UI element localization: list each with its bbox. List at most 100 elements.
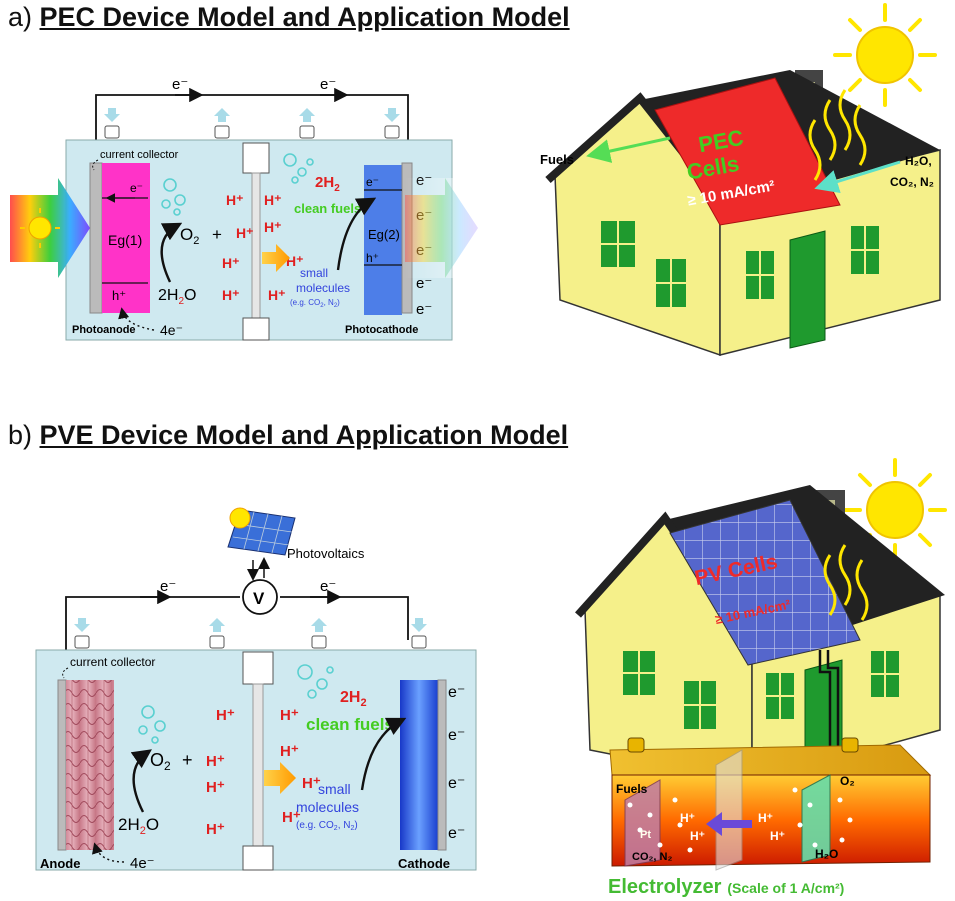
current-collector-label: current collector bbox=[100, 149, 179, 161]
electrolyzer-top bbox=[609, 744, 932, 776]
pec-hole-label-left: h⁺ bbox=[112, 288, 126, 303]
pve-membrane bbox=[252, 683, 264, 849]
pec-electron-label-4: e⁻ bbox=[366, 175, 379, 189]
pec-cathode-reaction-arrow bbox=[336, 197, 377, 271]
house-a-door bbox=[789, 230, 826, 349]
electrolyzer-proton-2: H⁺ bbox=[690, 829, 705, 843]
pve-sun-rays bbox=[823, 544, 869, 621]
pec-electron-label-2: e⁻ bbox=[320, 76, 336, 93]
panel-b-prefix: b) bbox=[8, 420, 33, 450]
photoanode-label: Photoanode bbox=[72, 324, 136, 336]
electrolyzer-h2o-label: H₂O bbox=[815, 847, 838, 861]
pec-device: e⁻ e⁻ E bbox=[10, 76, 480, 341]
electrolyzer-proton-1: H⁺ bbox=[680, 811, 695, 825]
h2o-arrow bbox=[814, 160, 901, 194]
pec-proton-8: H⁺ bbox=[286, 253, 304, 269]
pve-anode-reaction-arrow bbox=[130, 749, 152, 813]
photocathode-label: Photocathode bbox=[345, 324, 418, 336]
pve-proton-2: H⁺ bbox=[280, 707, 299, 724]
pve-proton-5: H⁺ bbox=[206, 779, 225, 796]
pec-membrane-bottom bbox=[242, 317, 270, 341]
pec-protons: H⁺ H⁺ H⁺ H⁺ H⁺ H⁺ H⁺ H⁺ bbox=[222, 192, 304, 303]
panel-b-heading: b) PVE Device Model and Application Mode… bbox=[8, 420, 568, 451]
pve-proton-transfer-arrow bbox=[264, 762, 296, 794]
pec-house: PEC Cells ≥ 10 mA/cm² bbox=[540, 3, 941, 357]
house-b-window-frames bbox=[622, 650, 900, 730]
pec-hole-label-right: h⁺ bbox=[366, 251, 379, 265]
pve-small-label: small bbox=[318, 781, 351, 797]
pec-proton-1: H⁺ bbox=[226, 192, 244, 208]
pve-electron-stack-4: e⁻ bbox=[448, 825, 465, 842]
panel-a-prefix: a) bbox=[8, 2, 33, 32]
photovoltaics-label: Photovoltaics bbox=[287, 546, 365, 561]
sun-icon-b bbox=[843, 458, 947, 562]
pec-electron-label-1: e⁻ bbox=[172, 76, 188, 93]
pec-electron-stack-4: e⁻ bbox=[416, 275, 432, 292]
co2n2-label-a: CO₂, N₂ bbox=[890, 175, 934, 189]
electrolyzer-pt-label: Pt bbox=[640, 829, 651, 841]
pve-electron-stack-2: e⁻ bbox=[448, 727, 465, 744]
pec-proton-4: H⁺ bbox=[264, 219, 282, 235]
pve-proton-7: H⁺ bbox=[282, 809, 301, 826]
pec-proton-3: H⁺ bbox=[236, 225, 254, 241]
pec-water-text: 2H2O bbox=[158, 287, 196, 307]
electrolyzer-cathode-plate bbox=[801, 774, 831, 863]
pec-eg-label: (e.g. CO2, N2) bbox=[290, 298, 340, 309]
fuels-label-a: Fuels bbox=[540, 152, 574, 167]
pve-house: PV Cells ≥ 10 mA/cm² bbox=[575, 458, 947, 898]
pve-cathode-reaction-arrow bbox=[360, 717, 407, 791]
electrolyzer-vent-right bbox=[841, 737, 859, 753]
pve-wire bbox=[65, 596, 409, 655]
electrolyzer-proton-arrow bbox=[706, 812, 752, 836]
h2o-label-a: H₂O, bbox=[905, 154, 932, 168]
pve-membrane-top bbox=[242, 651, 274, 685]
pv-cables bbox=[818, 650, 840, 780]
electrolyzer-o2-label: O₂ bbox=[840, 774, 855, 788]
pve-bubbles-h2 bbox=[297, 664, 334, 699]
sun-icon-small-b bbox=[229, 507, 251, 529]
pve-proton-8: H⁺ bbox=[302, 775, 321, 792]
photoanode bbox=[102, 163, 150, 313]
pec-bubbles-h2 bbox=[283, 153, 314, 184]
pve-bubbles-o2 bbox=[138, 705, 166, 744]
sun-icon-a bbox=[833, 3, 937, 107]
pve-electron-stack-1: e⁻ bbox=[448, 684, 465, 701]
electrolyzer-proton-4: H⁺ bbox=[770, 829, 785, 843]
pve-clean-fuels: clean fuels bbox=[306, 715, 394, 734]
electrolyzer-anode-plate bbox=[624, 779, 661, 867]
pve-electron-label-2: e⁻ bbox=[320, 578, 336, 595]
electrolyzer-membrane bbox=[715, 749, 743, 871]
house-a-window-frames bbox=[600, 220, 880, 308]
pec-proton-5: H⁺ bbox=[222, 255, 240, 271]
pec-molecules-label: molecules bbox=[296, 281, 350, 295]
pec-proton-6: H⁺ bbox=[222, 287, 240, 303]
pve-device: Photovoltaics V e⁻ e⁻ bbox=[35, 507, 477, 872]
pve-proton-6: H⁺ bbox=[206, 821, 225, 838]
pve-electron-stack-3: e⁻ bbox=[448, 775, 465, 792]
electrolyzer-bubbles bbox=[627, 787, 853, 853]
voltmeter-label: V bbox=[253, 589, 265, 608]
pec-plus: + bbox=[212, 225, 222, 244]
pec-proton-transfer-arrow bbox=[262, 244, 290, 272]
pve-molecules-label: molecules bbox=[296, 799, 359, 815]
electrolyzer-body bbox=[611, 774, 931, 867]
panel-a-heading: a) PEC Device Model and Application Mode… bbox=[8, 2, 570, 33]
pec-o2-text: O2 bbox=[180, 225, 199, 247]
pve-protons: H⁺ H⁺ H⁺ H⁺ H⁺ H⁺ H⁺ H⁺ bbox=[206, 707, 321, 838]
pve-gas-vents bbox=[74, 618, 427, 649]
electrolyzer: Fuels O₂ Pt CO₂, N₂ H₂O H⁺ H⁺ H⁺ H⁺ bbox=[609, 737, 932, 871]
pve-proton-3: H⁺ bbox=[206, 753, 225, 770]
eg2-label: Eg(2) bbox=[368, 227, 400, 242]
panel-b-title: PVE Device Model and Application Model bbox=[39, 420, 569, 450]
pve-current-collector-label: current collector bbox=[70, 655, 155, 669]
pec-electron-stack-5: e⁻ bbox=[416, 301, 432, 318]
electrolyzer-vent-left bbox=[627, 737, 645, 753]
pve-eg-label: (e.g. CO2, N2) bbox=[296, 820, 358, 832]
electrolyzer-protons: H⁺ H⁺ H⁺ H⁺ bbox=[680, 811, 785, 843]
pec-proton-2: H⁺ bbox=[264, 192, 282, 208]
anode bbox=[66, 680, 114, 850]
electrolyzer-label: Electrolyzer bbox=[608, 876, 722, 898]
pec-membrane bbox=[251, 172, 261, 322]
